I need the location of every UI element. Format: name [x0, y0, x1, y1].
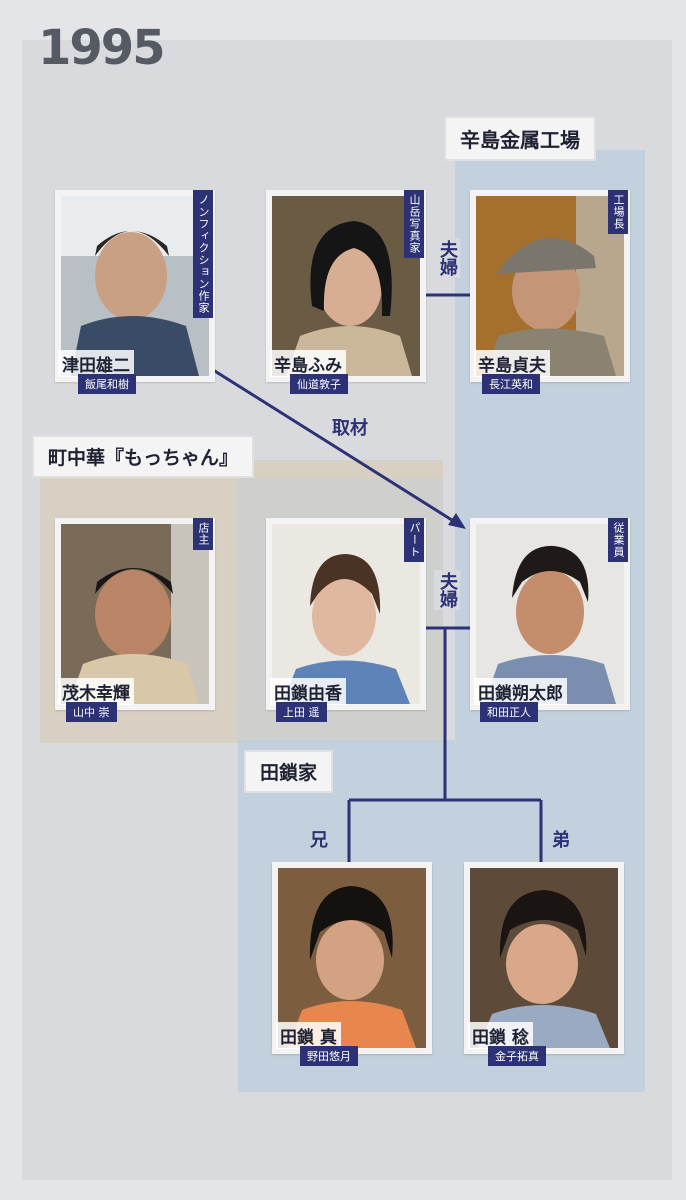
- portrait-photo: [470, 868, 618, 1048]
- actor-shigeki: 山中 崇: [66, 702, 117, 722]
- portrait-photo: [476, 196, 624, 376]
- group-label-mochan: 町中華『もっちゃん』: [34, 437, 253, 476]
- group-label-tagusari-family: 田鎖家: [246, 752, 332, 791]
- relation-interview: 取材: [332, 418, 368, 439]
- actor-fumi: 仙道敦子: [290, 374, 348, 394]
- name-tsuda: 津田雄二: [58, 350, 134, 377]
- actor-minoru: 金子拓真: [488, 1046, 546, 1066]
- relation-older-brother: 兄: [310, 830, 328, 851]
- actor-tsuda: 飯尾和樹: [78, 374, 136, 394]
- portrait-photo: [61, 196, 209, 376]
- name-yuka: 田鎖由香: [270, 678, 346, 705]
- role-badge-tsuda: ノンフィクション作家: [193, 190, 213, 318]
- portrait-photo: [278, 868, 426, 1048]
- role-badge-yuka: パート: [404, 518, 424, 562]
- role-badge-sakutaro: 従業員: [608, 518, 628, 562]
- person-card-sakutaro: [470, 518, 630, 710]
- role-badge-sadao: 工場長: [608, 190, 628, 234]
- name-sakutaro: 田鎖朔太郎: [474, 678, 567, 705]
- actor-sadao: 長江英和: [482, 374, 540, 394]
- name-makoto: 田鎖 真: [276, 1022, 341, 1049]
- year-title: 1995: [38, 20, 166, 76]
- relation-couple-top: 夫婦: [434, 238, 460, 278]
- relation-younger-brother: 弟: [552, 830, 570, 851]
- portrait-photo: [61, 524, 209, 704]
- role-badge-fumi: 山岳写真家: [404, 190, 424, 258]
- name-sadao: 辛島貞夫: [474, 350, 550, 377]
- person-card-minoru: [464, 862, 624, 1054]
- actor-makoto: 野田悠月: [300, 1046, 358, 1066]
- name-minoru: 田鎖 稔: [468, 1022, 533, 1049]
- portrait-photo: [476, 524, 624, 704]
- name-shigeki: 茂木幸輝: [58, 678, 134, 705]
- portrait-photo: [272, 524, 420, 704]
- name-fumi: 辛島ふみ: [270, 350, 346, 377]
- actor-yuka: 上田 遥: [276, 702, 327, 722]
- person-card-fumi: [266, 190, 426, 382]
- portrait-photo: [272, 196, 420, 376]
- role-badge-shigeki: 店主: [193, 518, 213, 550]
- person-card-sadao: [470, 190, 630, 382]
- actor-sakutaro: 和田正人: [480, 702, 538, 722]
- relation-couple-mid: 夫婦: [434, 570, 460, 610]
- group-label-karashima-factory: 辛島金属工場: [446, 118, 594, 159]
